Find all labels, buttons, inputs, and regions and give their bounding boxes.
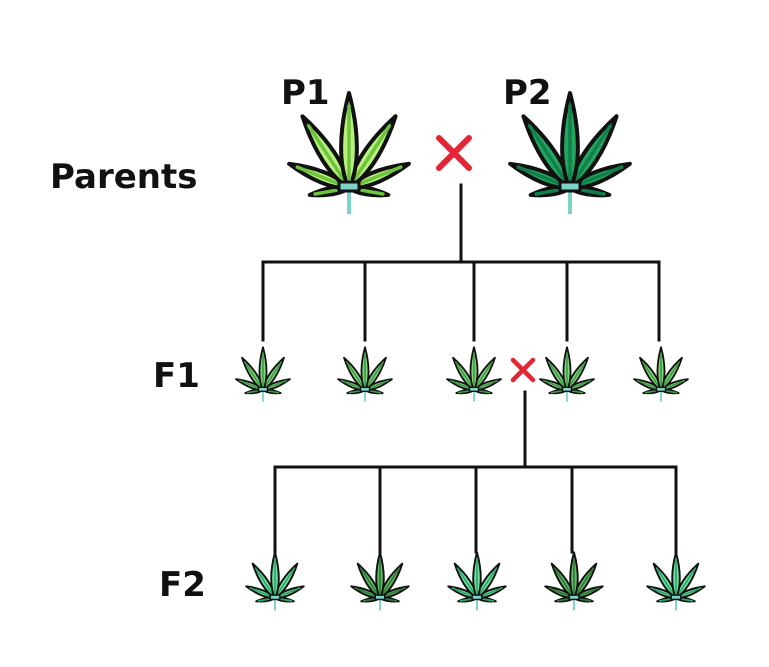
f2-label: F2: [159, 565, 206, 605]
f1-to-f2-connector: [273, 390, 678, 554]
f1-label: F1: [153, 356, 200, 396]
p2-label: P2: [503, 73, 552, 113]
f1-plant-icon: [538, 346, 596, 402]
f1-plant-icon: [632, 346, 690, 402]
f2-plant-icon: [446, 551, 508, 611]
p2-plant-icon: [506, 91, 634, 214]
f2-plant-icon: [244, 551, 306, 611]
f1-plant-icon: [445, 346, 503, 402]
f1-plant-icon: [234, 346, 292, 402]
p1-label: P1: [281, 73, 330, 113]
parents-label: Parents: [50, 157, 197, 197]
f2-plant-icon: [645, 551, 707, 611]
parents-to-f1-connector: [261, 183, 661, 342]
f1-cross-icon: [510, 357, 536, 383]
f2-plant-icon: [349, 551, 411, 611]
f1-plant-icon: [336, 346, 394, 402]
p1-plant-icon: [285, 91, 413, 214]
f2-plant-icon: [543, 551, 605, 611]
parents-cross-icon: [436, 135, 472, 171]
